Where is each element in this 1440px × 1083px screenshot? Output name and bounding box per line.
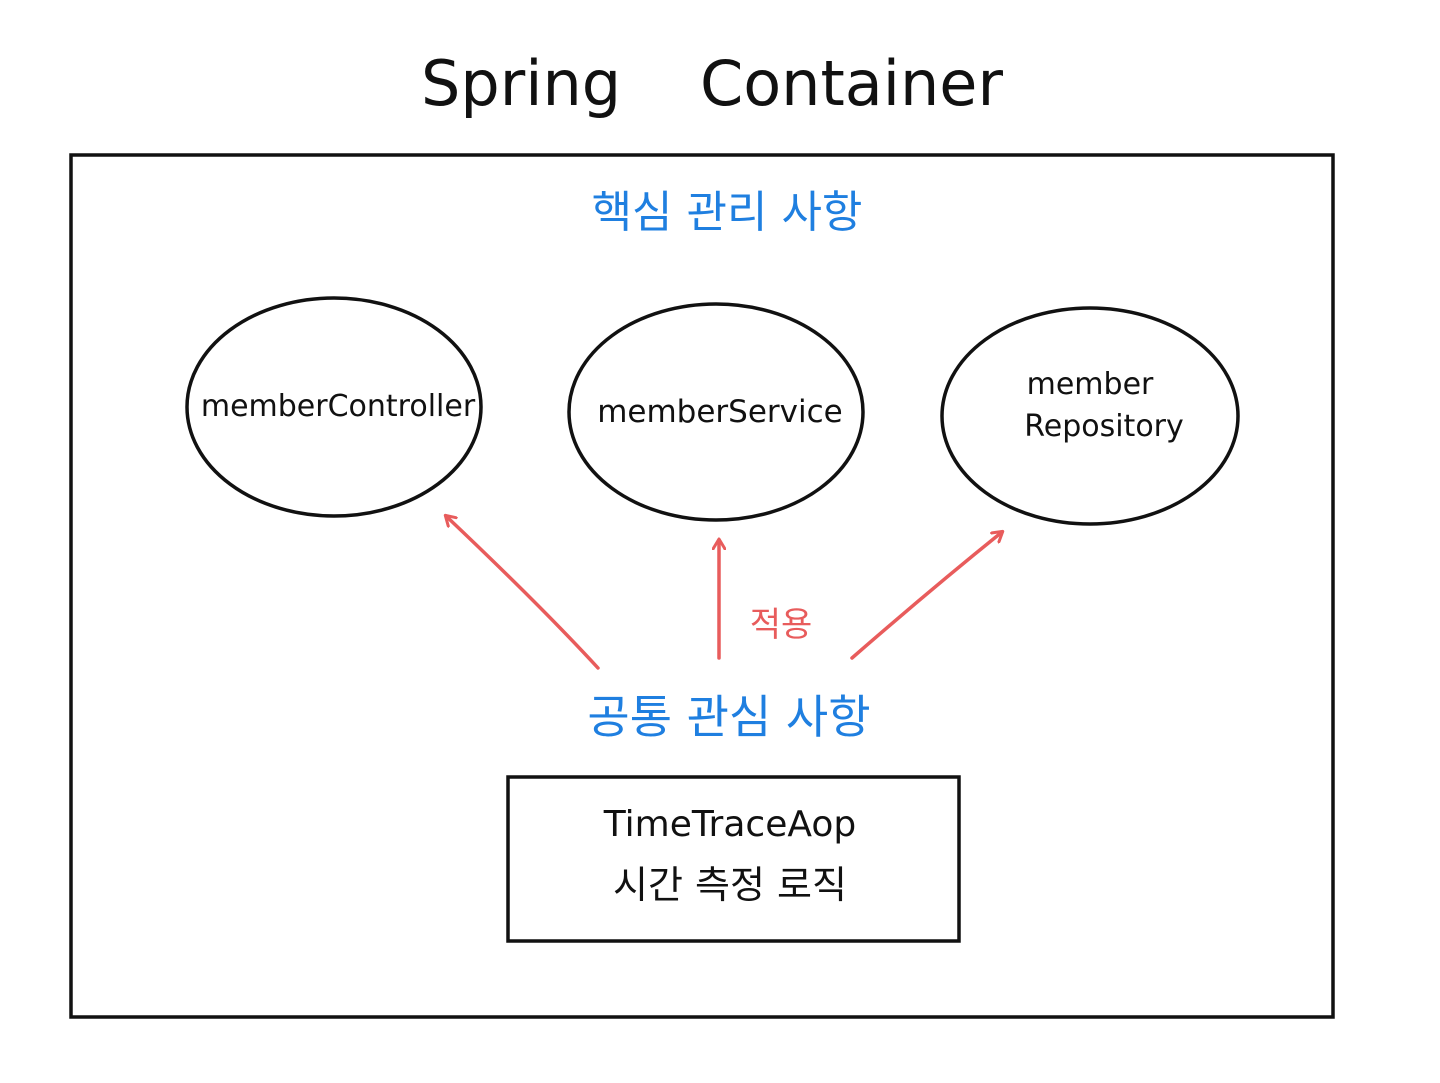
bean-member-controller: memberController <box>185 296 483 518</box>
arrow-to-repository <box>850 532 1002 660</box>
aop-box: TimeTraceAop 시간 측정 로직 <box>506 775 961 943</box>
bean-label-repository-line2: Repository <box>1024 409 1184 444</box>
spring-container-box <box>69 153 1335 1019</box>
bean-member-repository: member Repository <box>940 306 1240 526</box>
apply-label: 적용 <box>750 605 813 645</box>
bean-ellipse-repository <box>940 306 1240 526</box>
bean-ellipse-controller <box>185 296 483 518</box>
core-concerns-label: 핵심 관리 사항 <box>592 187 863 238</box>
arrow-to-controller <box>446 516 600 670</box>
bean-label-controller: memberController <box>201 389 476 424</box>
common-concerns-label: 공통 관심 사항 <box>587 690 870 744</box>
aop-class-name: TimeTraceAop <box>603 804 856 845</box>
aop-description: 시간 측정 로직 <box>613 863 847 907</box>
diagram-title: Spring Container <box>421 47 1003 120</box>
bean-label-service: memberService <box>597 394 843 430</box>
bean-label-repository-line1: member <box>1027 367 1154 402</box>
bean-ellipse-service <box>567 302 865 522</box>
aop-box-frame <box>506 775 961 943</box>
bean-member-service: memberService <box>567 302 865 522</box>
